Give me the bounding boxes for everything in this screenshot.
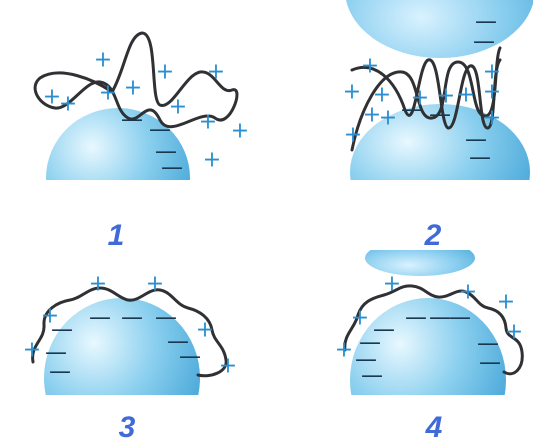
minus-sign: —	[155, 306, 177, 331]
minus-sign: —	[477, 332, 499, 357]
plus-sign: +	[483, 106, 501, 131]
adhesive-curve-2a	[350, 58, 502, 130]
minus-signs-1: — — — —	[121, 108, 183, 181]
plus-signs-3: + + + + + +	[23, 272, 237, 379]
minus-sign: —	[429, 306, 451, 331]
panel-label-2: 2	[424, 219, 442, 252]
adhesive-curve-2b	[350, 46, 502, 152]
minus-sign: —	[149, 118, 171, 143]
plus-sign: +	[411, 86, 429, 111]
plus-sign: +	[89, 272, 107, 297]
plus-sign: +	[459, 280, 477, 305]
plus-sign: +	[23, 338, 41, 363]
plus-sign: +	[146, 272, 164, 297]
plus-sign: +	[59, 92, 77, 117]
panel-label-3: 3	[119, 411, 136, 441]
panel-1: + + + + + + + + + + + — — — — 1	[33, 31, 249, 252]
plus-signs-2: + + + + + + + + + + + +	[343, 54, 501, 148]
plus-signs-1: + + + + + + + + + + +	[43, 48, 249, 173]
plus-sign: +	[483, 80, 501, 105]
minus-sign: —	[359, 331, 381, 356]
panel-3: + + + + + + — — — — — — — — 3	[23, 272, 237, 441]
plus-sign: +	[379, 106, 397, 131]
minus-sign: —	[479, 351, 501, 376]
upper-sphere-2	[346, 0, 533, 58]
minus-sign: —	[45, 341, 67, 366]
plus-signs-4: + + + + + +	[335, 272, 523, 363]
minus-sign: —	[405, 306, 427, 331]
plus-sign: +	[124, 76, 142, 101]
plus-sign: +	[505, 320, 523, 345]
panel-2: + + + + + + + + + + + + — — — — — — 2	[343, 0, 533, 252]
minus-signs-3: — — — — — — — —	[45, 306, 201, 385]
minus-sign: —	[373, 318, 395, 343]
plus-sign: +	[94, 48, 112, 73]
plus-sign: +	[483, 60, 501, 85]
minus-sign: —	[473, 30, 495, 55]
minus-sign: —	[161, 156, 183, 181]
sphere-1	[46, 108, 190, 180]
plus-sign: +	[363, 103, 381, 128]
minus-sign: —	[465, 128, 487, 153]
minus-sign: —	[429, 103, 451, 128]
minus-sign: —	[167, 330, 189, 355]
minus-sign: —	[51, 318, 73, 343]
plus-sign: +	[196, 318, 214, 343]
plus-sign: +	[361, 54, 379, 79]
minus-sign: —	[179, 345, 201, 370]
plus-sign: +	[497, 290, 515, 315]
plus-sign: +	[169, 95, 187, 120]
plus-sign: +	[383, 272, 401, 297]
minus-signs-4: — — — — — — — — —	[355, 306, 501, 389]
plus-sign: +	[199, 110, 217, 135]
minus-sign: —	[49, 360, 71, 385]
plus-sign: +	[207, 60, 225, 85]
minus-sign: —	[475, 10, 497, 35]
adhesive-curve-1	[33, 31, 239, 129]
adhesive-curve-3	[31, 286, 228, 378]
plus-sign: +	[351, 306, 369, 331]
plus-sign: +	[344, 123, 362, 148]
plus-sign: +	[219, 354, 237, 379]
plus-sign: +	[99, 81, 117, 106]
adhesive-curve-4	[343, 284, 524, 376]
plus-sign: +	[335, 338, 353, 363]
plus-sign: +	[457, 83, 475, 108]
minus-sign: —	[361, 364, 383, 389]
minus-signs-2: — — — — — —	[401, 10, 497, 171]
plus-sign: +	[437, 84, 455, 109]
minus-sign: —	[469, 146, 491, 171]
minus-sign: —	[155, 140, 177, 165]
plus-sign: +	[203, 148, 221, 173]
plus-sign: +	[156, 60, 174, 85]
panel-label-4: 4	[425, 411, 443, 441]
panel-label-1: 1	[108, 219, 125, 252]
upper-sphere-4	[365, 250, 475, 276]
plus-sign: +	[373, 83, 391, 108]
minus-sign: —	[449, 306, 471, 331]
plus-sign: +	[43, 85, 61, 110]
lower-sphere-4	[350, 298, 506, 395]
sphere-3	[44, 298, 200, 395]
minus-sign: —	[355, 348, 377, 373]
plus-sign: +	[231, 119, 249, 144]
panel-4: + + + + + + — — — — — — — — — 4	[335, 250, 524, 441]
plus-sign: +	[343, 80, 361, 105]
minus-sign: —	[121, 306, 143, 331]
plus-sign: +	[41, 304, 59, 329]
minus-sign: —	[121, 108, 143, 133]
minus-sign: —	[89, 306, 111, 331]
minus-sign: —	[401, 98, 423, 123]
